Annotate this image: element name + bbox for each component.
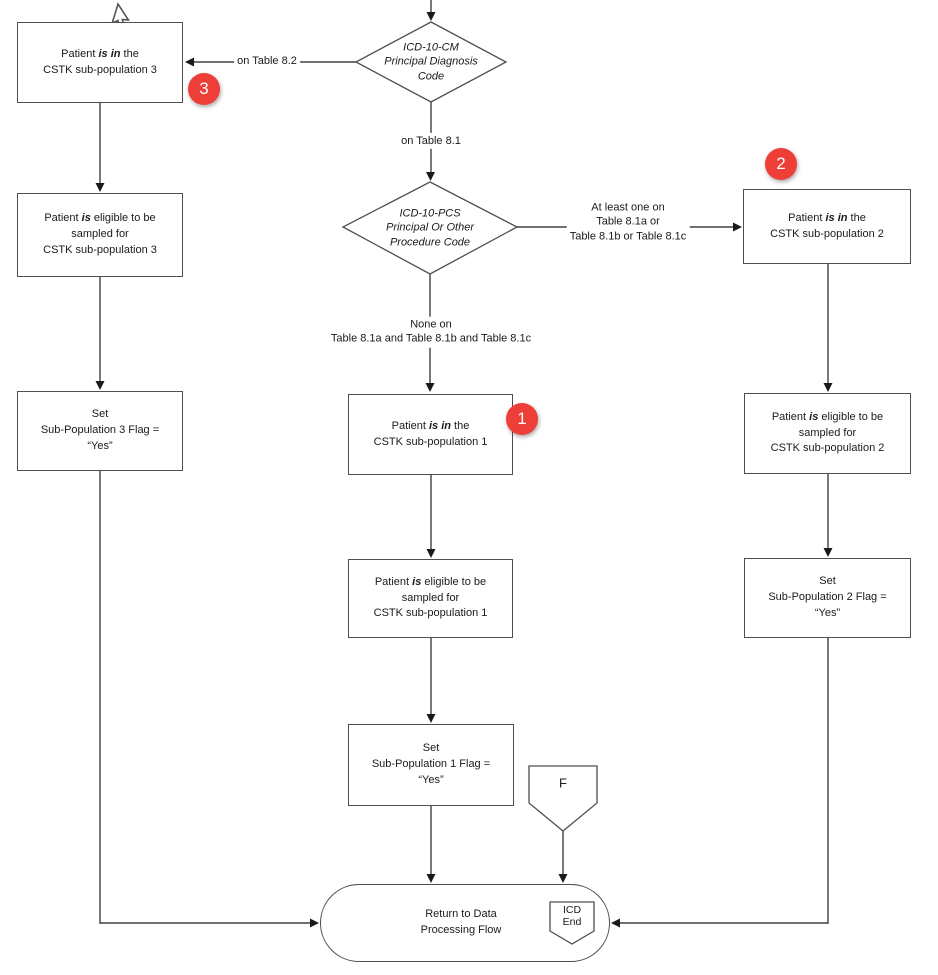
box-line: Set	[819, 575, 836, 588]
box-line: Sub-Population 1 Flag =	[371, 758, 491, 771]
box-patient-in-subpop2: Patient is in the CSTK sub-population 2	[743, 189, 911, 264]
box-line: sampled for	[798, 426, 857, 439]
terminator-text: Return to Data Processing Flow	[420, 908, 502, 936]
icd-end-pentagon	[549, 901, 595, 945]
step-badge-2: 2	[765, 148, 797, 180]
box-line: CSTK sub-population 1	[373, 435, 488, 448]
box-set-flag2: Set Sub-Population 2 Flag = “Yes”	[744, 558, 911, 638]
step-badge-3: 3	[188, 73, 220, 105]
arrowheads	[95, 12, 833, 928]
box-line: sampled for	[71, 228, 129, 241]
box-line: Sub-Population 2 Flag =	[768, 591, 887, 604]
box-line: Patient is in the	[61, 47, 139, 60]
box-patient-in-subpop3: Patient is in the CSTK sub-population 3	[17, 22, 183, 103]
decision-icd10cm-label: ICD-10-CM Principal Diagnosis Code	[384, 41, 478, 83]
edge-label-none-on: None on Table 8.1a and Table 8.1b and Ta…	[327, 316, 535, 348]
box-set-flag1: Set Sub-Population 1 Flag = “Yes”	[348, 724, 514, 806]
box-line: sampled for	[401, 591, 460, 604]
box-line: Set	[422, 742, 440, 755]
edge-label-on-table-8-1: on Table 8.1	[398, 132, 464, 150]
box-line: “Yes”	[814, 606, 841, 619]
box-line: Patient is eligible to be	[44, 212, 156, 225]
offpage-connector-f-shape	[528, 765, 598, 832]
edge-label-at-least-one: At least one on Table 8.1a or Table 8.1b…	[566, 199, 690, 245]
box-patient-in-subpop1: Patient is in the CSTK sub-population 1	[348, 394, 513, 475]
box-line: “Yes”	[87, 439, 113, 452]
box-patient-eligible-subpop1: Patient is eligible to be sampled for CS…	[348, 559, 513, 638]
box-set-flag3: Set Sub-Population 3 Flag = “Yes”	[17, 391, 183, 471]
box-line: “Yes”	[418, 773, 444, 786]
icd-end-label: ICD End	[562, 904, 582, 929]
box-line: Patient is eligible to be	[374, 575, 487, 588]
box-line: CSTK sub-population 3	[43, 243, 157, 256]
edge-set3-to-end	[99, 471, 310, 924]
decision-icd10cm-diamond	[354, 21, 508, 103]
box-line: CSTK sub-population 2	[770, 442, 885, 455]
box-patient-eligible-subpop3: Patient is eligible to be sampled for CS…	[17, 193, 183, 277]
terminator-return-to-flow: Return to Data Processing Flow ICD End	[320, 884, 610, 962]
box-line: CSTK sub-population 3	[43, 63, 157, 76]
step-badge-1: 1	[506, 403, 538, 435]
box-line: CSTK sub-population 2	[770, 227, 884, 240]
decision-icd10pcs-label: ICD-10-PCS Principal Or Other Procedure …	[385, 207, 475, 249]
offpage-connector-f-label: F	[559, 775, 567, 791]
box-line: Sub-Population 3 Flag =	[40, 424, 160, 437]
edge-label-on-table-8-2: on Table 8.2	[234, 52, 300, 70]
edge-set2-to-end	[620, 638, 829, 924]
box-line: Set	[91, 408, 109, 421]
box-line: CSTK sub-population 1	[373, 607, 488, 620]
box-line: Patient is eligible to be	[771, 410, 884, 423]
box-patient-eligible-subpop2: Patient is eligible to be sampled for CS…	[744, 393, 911, 474]
box-line: Patient is in the	[391, 419, 470, 432]
decision-icd10pcs-diamond	[341, 181, 519, 275]
box-line: Patient is in the	[788, 211, 866, 224]
